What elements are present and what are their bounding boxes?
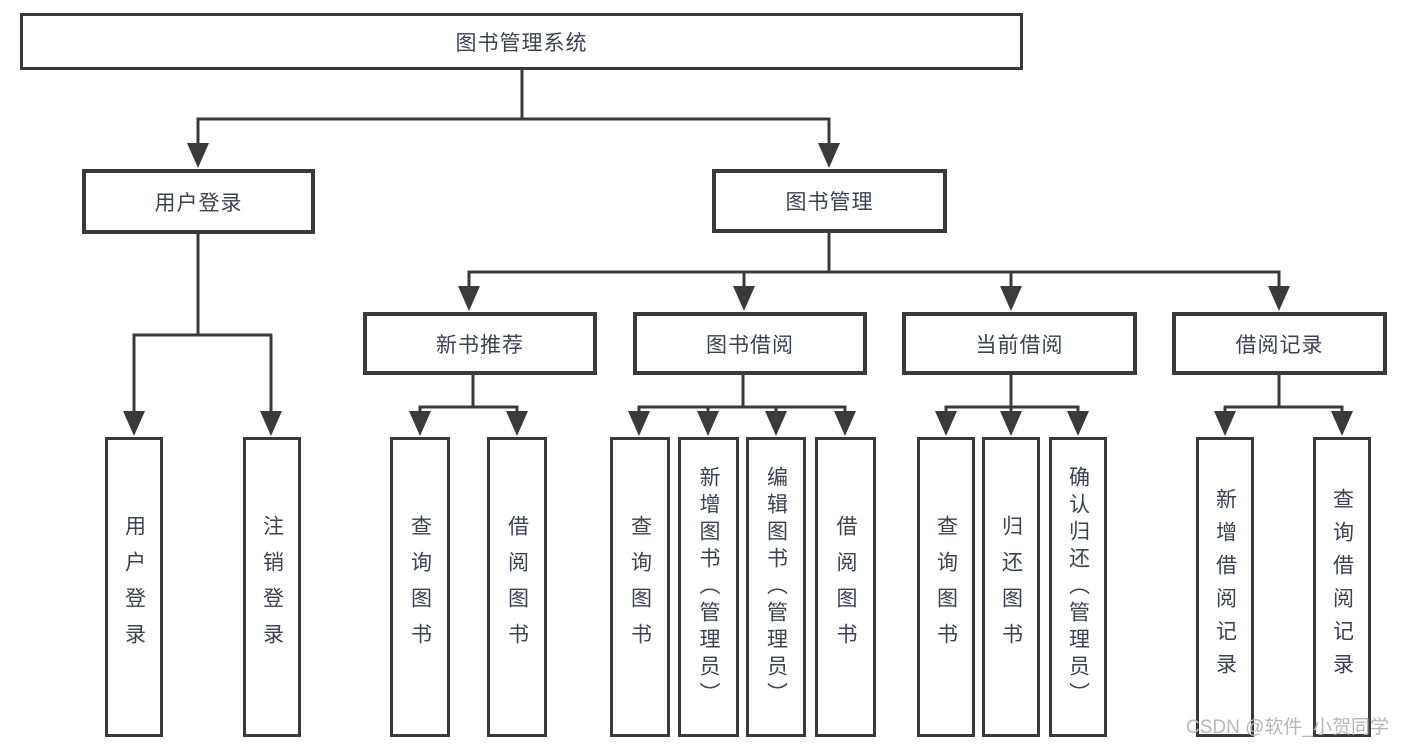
node-new-book-recommend: 新书推荐 — [363, 312, 597, 375]
leaf-query-books-borrow: 查询图书 — [610, 437, 670, 737]
leaf-borrow-books: 借阅图书 — [815, 437, 876, 737]
leaf-user-login: 用户登录 — [105, 437, 163, 737]
leaf-borrow-books-recommend: 借阅图书 — [487, 437, 547, 737]
node-library-management-system: 图书管理系统 — [20, 13, 1023, 70]
leaf-query-borrow-record: 查询借阅记录 — [1313, 437, 1371, 737]
node-borrow-records: 借阅记录 — [1172, 312, 1387, 375]
leaf-label: 借阅图书 — [505, 515, 529, 659]
leaf-label: 借阅图书 — [834, 515, 857, 659]
node-label: 用户登录 — [154, 191, 243, 215]
leaf-label: 注销登录 — [260, 515, 284, 659]
leaf-label: 查询图书 — [408, 515, 432, 659]
leaf-label: 查询图书 — [628, 515, 652, 659]
node-book-borrowing: 图书借阅 — [633, 312, 867, 375]
leaf-return-books: 归还图书 — [982, 437, 1040, 737]
leaf-add-book-admin: 新增图书（管理员） — [678, 437, 739, 737]
leaf-confirm-return-admin: 确认归还（管理员） — [1049, 437, 1107, 737]
leaf-label: 确认归还（管理员） — [1066, 465, 1090, 709]
leaf-add-borrow-record: 新增借阅记录 — [1196, 437, 1254, 737]
leaf-label: 查询图书 — [934, 515, 958, 659]
node-label: 借阅记录 — [1235, 333, 1324, 357]
node-current-borrowing: 当前借阅 — [902, 312, 1137, 375]
node-user-login: 用户登录 — [82, 169, 315, 234]
node-label: 新书推荐 — [436, 333, 524, 357]
leaf-label: 归还图书 — [999, 515, 1023, 659]
node-label: 当前借阅 — [975, 333, 1064, 357]
leaf-label: 新增图书（管理员） — [697, 465, 720, 709]
watermark: CSDN @软件_小贺同学 — [1186, 717, 1389, 738]
leaf-logout-login: 注销登录 — [243, 437, 301, 737]
leaf-label: 编辑图书（管理员） — [764, 465, 788, 709]
node-label: 图书管理系统 — [455, 31, 588, 55]
node-book-management: 图书管理 — [712, 169, 947, 233]
node-label: 图书管理 — [785, 191, 874, 214]
leaf-label: 新增借阅记录 — [1213, 488, 1237, 686]
leaf-query-books-recommend: 查询图书 — [390, 437, 450, 737]
leaf-label: 查询借阅记录 — [1330, 488, 1354, 686]
leaf-query-books-current: 查询图书 — [917, 437, 975, 737]
leaf-edit-book-admin: 编辑图书（管理员） — [746, 437, 806, 737]
leaf-label: 用户登录 — [122, 515, 146, 659]
node-label: 图书借阅 — [706, 333, 794, 357]
